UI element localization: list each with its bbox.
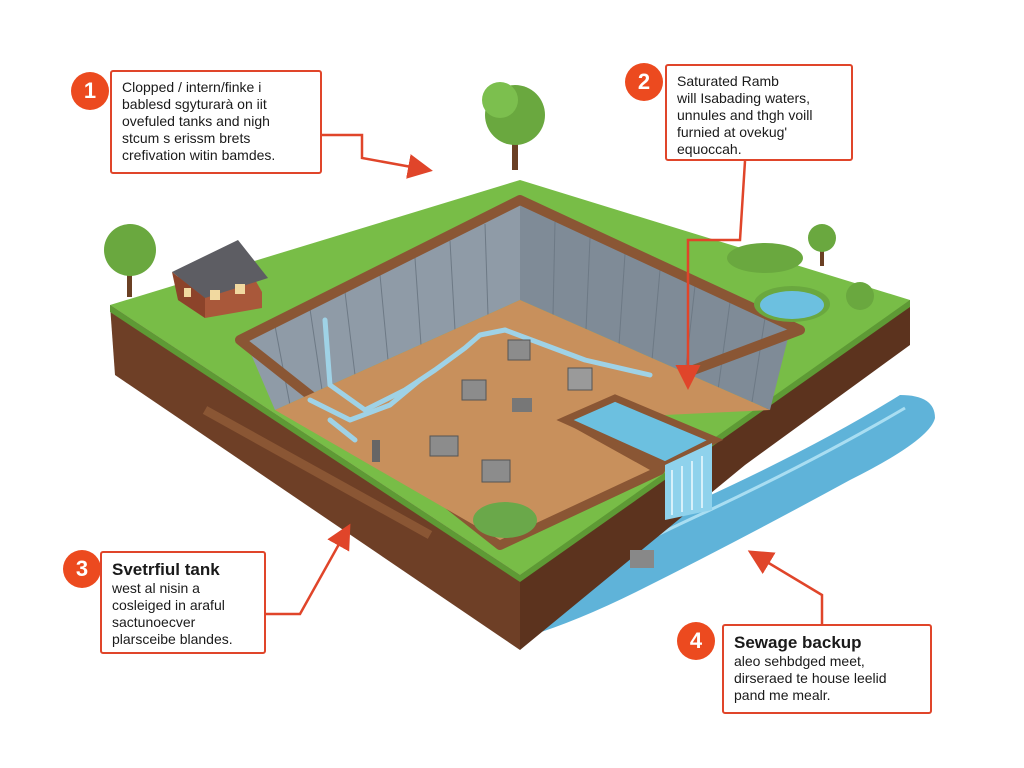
callout-1-line-2: bablesd sgyturarà on iit	[122, 96, 267, 112]
callout-1-line-4: stcum s erissm brets	[122, 130, 251, 146]
callout-4-line-1: aleo sehbdged meet,	[734, 653, 865, 669]
callout-4-line-2: dirseraed te house leelid	[734, 670, 887, 686]
callout-1-line-3: ovefuled tanks and nigh	[122, 113, 270, 129]
callout-1: Clopped / intern/finke i bablesd sgytura…	[110, 70, 322, 174]
callout-2-number-badge: 2	[625, 63, 663, 101]
callout-4-title: Sewage backup	[734, 633, 862, 652]
callout-2-line-3: unnules and thgh voill	[677, 107, 813, 123]
pond-icon	[754, 286, 830, 322]
callout-2-line-4: furnied at ovekug'	[677, 124, 788, 140]
callout-2: Saturated Ramb will Isabading waters, un…	[665, 64, 853, 161]
callout-1-number-badge: 1	[71, 72, 109, 110]
callout-4: Sewage backup aleo sehbdged meet, dirser…	[722, 624, 932, 714]
house-icon	[172, 240, 268, 318]
equipment	[372, 339, 654, 568]
callout-3-line-1: west al nisin a	[112, 580, 200, 596]
callout-2-line-2: will Isabading waters,	[677, 90, 811, 106]
arrow-icon	[266, 133, 824, 624]
callout-2-line-1: Saturated Ramb	[677, 73, 779, 89]
overflow-basin	[556, 394, 724, 520]
callout-3: Svetrfiul tank west al nisin a cosleiged…	[100, 551, 266, 654]
callout-4-number-badge: 4	[677, 622, 715, 660]
tree-icon	[104, 82, 874, 310]
callout-4-line-3: pand me mealr.	[734, 687, 831, 703]
callout-1-line-5: crefivation witin bamdes.	[122, 147, 276, 163]
pipe-network	[307, 317, 653, 443]
callout-2-line-5: equoccah.	[677, 141, 742, 157]
callout-3-number-badge: 3	[63, 550, 101, 588]
callout-3-title: Svetrfiul tank	[112, 560, 220, 579]
callout-3-line-3: sactunoecver	[112, 614, 196, 630]
callout-1-line-1: Clopped / intern/finke i	[122, 79, 262, 95]
excavation-pit	[202, 195, 805, 550]
callout-3-line-2: cosleiged in araful	[112, 597, 225, 613]
callout-3-line-4: plarsceibe blandes.	[112, 631, 233, 647]
